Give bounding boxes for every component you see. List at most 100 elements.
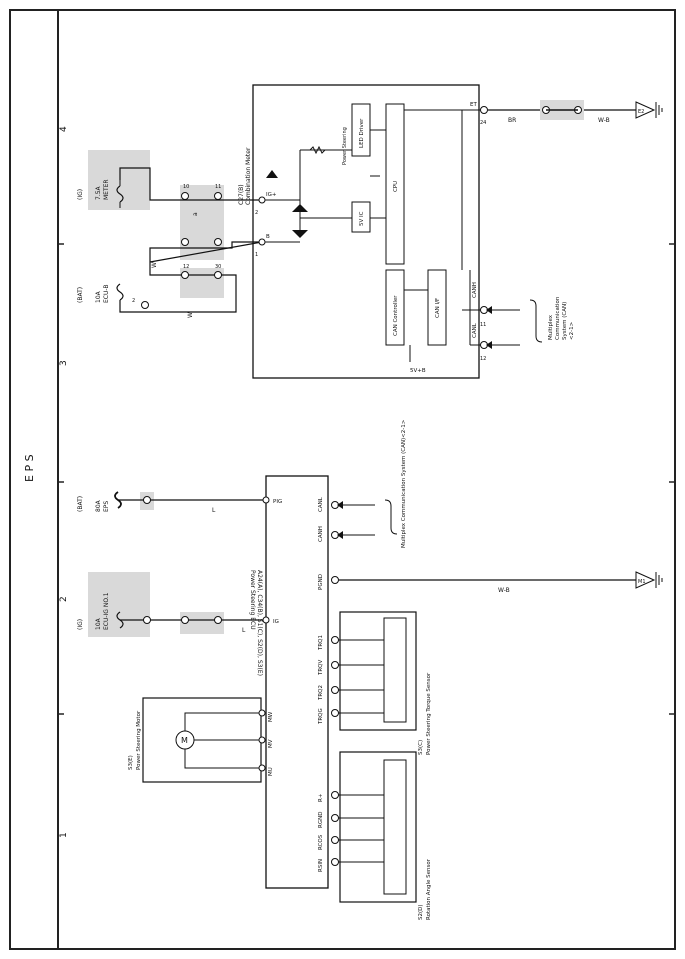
vic-block	[351, 201, 371, 233]
motor-id: S3(E)	[128, 755, 134, 770]
ecu-right-pins	[331, 501, 339, 584]
ground-m1-label: M1	[638, 579, 646, 585]
ecu-pin-pig: PIG	[273, 499, 282, 505]
ecu-pin-mw: MW	[268, 711, 274, 722]
grid-number-2: 2	[59, 596, 69, 602]
fuse-meter-source: (IG)	[77, 189, 84, 200]
top-multiplex-1: Multiplex	[548, 314, 554, 340]
torque-sensor-box	[339, 611, 417, 731]
angle-sensor-element	[383, 759, 407, 895]
ecu-box	[265, 475, 329, 889]
wire-pig-label: L	[212, 507, 216, 514]
ecu-title: A24(A), C34(B), S1(C), S2(D), S3(E)	[256, 570, 263, 676]
meter-diodes	[266, 170, 308, 238]
ground-e2-symbol	[655, 102, 663, 118]
pin-ig-label: IG+	[266, 192, 277, 198]
wire-bat-label: W	[187, 312, 194, 318]
torque-sensor-name: Power Steering Torque Sensor	[426, 672, 432, 755]
torque-sensor-element	[383, 617, 407, 723]
pin-canl-label: CANL	[472, 322, 478, 338]
fuse-meter-name: METER	[103, 179, 110, 200]
ground-e2-label: E2	[638, 109, 644, 115]
ecu-pin-canl: CANL	[318, 496, 324, 512]
can-controller-label: CAN Controller	[393, 295, 399, 336]
fuse-eps-source: (BAT)	[77, 496, 84, 512]
pin-num-canl: 12	[480, 356, 486, 362]
torque-pin-trq2: TRQ2	[318, 685, 324, 701]
pin-num-canh: 11	[480, 322, 486, 328]
can-controller-block	[385, 269, 405, 346]
bottom-multiplex: Multiplex Communication System (CAN)<2-1…	[401, 419, 407, 548]
can-if-label: CAN I/F	[435, 298, 441, 318]
angle-sensor-name: Rotation Angle Sensor	[426, 858, 432, 920]
grid-number-1: 1	[59, 832, 69, 838]
top-multiplex-3: System (CAN)	[562, 302, 568, 340]
conn-num-2: 2	[132, 298, 135, 304]
cpu-label: CPU	[393, 181, 399, 192]
fuse-ecuig-source: (IG)	[77, 619, 84, 630]
wire-et-gnd-label: W-B	[598, 117, 610, 124]
angle-pin-rplus: R+	[318, 793, 324, 802]
combination-meter-box	[252, 84, 480, 379]
meter-internal-wiring	[262, 109, 484, 362]
vic-label: 5V IC	[359, 211, 365, 226]
pin-5vb-label: 5V+B	[410, 368, 426, 374]
wire-bat	[119, 262, 237, 313]
fuse-ecub-source: (BAT)	[77, 287, 84, 303]
ig-connector-bg	[180, 612, 224, 634]
angle-pin-rsin: RSIN	[318, 859, 324, 872]
motor-wires	[184, 712, 262, 769]
ground-e2-marker	[635, 101, 656, 119]
angle-sensor-box	[339, 751, 417, 903]
pin-num-ig: 2	[255, 210, 258, 216]
power-steering-label: Power Steering	[342, 127, 348, 165]
fuse-ecub-icon	[116, 283, 124, 301]
page-title: E P S	[23, 454, 36, 482]
ecu-pin-canh: CANH	[318, 526, 324, 542]
motor-symbol-label: M	[181, 736, 188, 745]
grid-ticks	[58, 243, 675, 715]
meter-pins	[258, 106, 488, 349]
wire-b	[149, 241, 263, 263]
ecu-pin-ig: IG	[273, 619, 279, 625]
led-resistor	[309, 145, 326, 155]
ecu-pin-mu: MU	[268, 767, 274, 776]
ecu-pin-mv: MV	[268, 739, 274, 748]
fuse-ecuig-name: ECU-IG NO.1	[103, 592, 110, 630]
wire-ecu-ig-label: L	[242, 627, 246, 634]
ground-m1-symbol	[655, 572, 663, 588]
can-if-block	[427, 269, 447, 346]
top-multiplex-4: <2-1>	[569, 321, 575, 340]
ground-m1-marker	[635, 571, 656, 589]
fuse-meter-bg	[88, 150, 150, 210]
fuse-ecub-name: ECU-B	[103, 285, 110, 303]
angle-sensor-wires	[335, 794, 384, 863]
angle-pin-rgnd: RGND	[318, 812, 324, 828]
outer-frame	[9, 9, 676, 950]
angle-pin-rcos: RCOS	[318, 834, 324, 850]
pin-b-label: B	[266, 234, 270, 240]
grid-number-4: 4	[59, 126, 69, 132]
meter-name: Combination Meter	[245, 147, 252, 205]
angle-sensor-id: S2(D)	[418, 904, 424, 920]
conn-num-11: 11	[215, 184, 221, 190]
fuse-eps-name: EPS	[103, 501, 110, 512]
pin-num-et: 24	[480, 120, 486, 126]
torque-pin-trqv: TRQV	[318, 659, 324, 676]
conn-num-12: 12	[183, 264, 189, 270]
ecu-name: Power Steering ECU	[249, 570, 256, 630]
motor-name: Power Steering Motor	[136, 710, 142, 770]
wire-b-label: W	[151, 262, 158, 268]
fuse-ecuig-bg	[88, 572, 150, 637]
torque-pin-trq1: TRQ1	[318, 635, 324, 651]
wire-ig	[119, 167, 262, 201]
wire-ig-label: a	[192, 212, 199, 216]
torque-sensor-wires	[335, 639, 384, 714]
top-can-arrows	[488, 299, 543, 346]
bottom-can-arrows	[339, 499, 398, 536]
fuse-ecuig-amp: 10A	[95, 617, 102, 630]
pin-canh-label: CANH	[472, 282, 478, 298]
fuse-ecub-amp: 10A	[95, 290, 102, 303]
wire-et-label: BR	[508, 117, 516, 124]
